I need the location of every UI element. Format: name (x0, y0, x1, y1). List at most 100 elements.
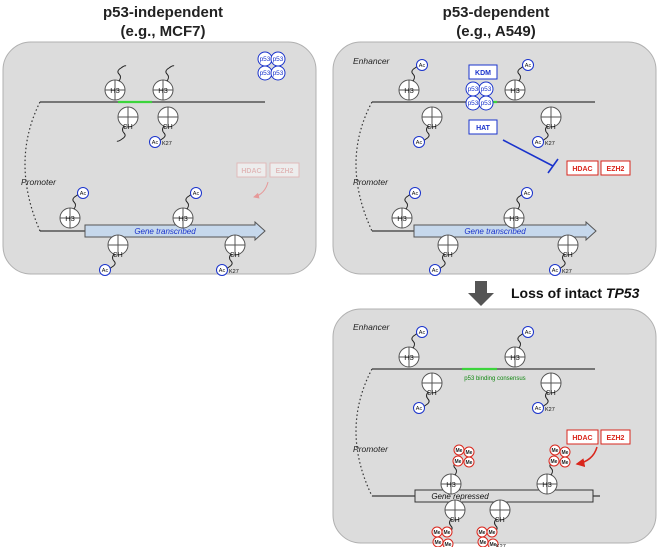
svg-text:Me: Me (434, 530, 441, 536)
svg-text:EZH2: EZH2 (607, 166, 625, 173)
faded-recruit-arrow (253, 181, 269, 199)
svg-text:EZH2: EZH2 (607, 435, 625, 442)
svg-text:Ac: Ac (524, 191, 531, 197)
acetyl-mark (532, 402, 544, 414)
inhibition-bar (547, 158, 559, 174)
enhancer-promoter-loop-right (355, 101, 373, 232)
enhancer-label-loss: Enhancer (353, 322, 391, 332)
svg-text:Ac: Ac (219, 268, 226, 274)
acetyl-mark (429, 264, 441, 276)
histone: H3 (152, 65, 175, 101)
right-title-line2: (e.g., A549) (456, 23, 535, 40)
ezh2-box-right: EZH2 (600, 160, 631, 176)
svg-text:Ac: Ac (416, 406, 423, 412)
svg-text:Me: Me (489, 530, 496, 536)
loss-label: Loss of intact TP53 (511, 285, 640, 301)
histone-label: H3 (163, 122, 173, 131)
methyl-mark (486, 526, 498, 538)
histone-label: H3 (113, 250, 123, 259)
histone-label: H3 (427, 388, 437, 397)
svg-text:Ac: Ac (419, 330, 426, 336)
acetyl-mark (413, 402, 425, 414)
promoter-label-loss: Promoter (353, 444, 389, 454)
promoter-label-right: Promoter (353, 177, 389, 187)
histone-label: H3 (65, 214, 75, 223)
svg-text:K27: K27 (229, 269, 239, 275)
binding-consensus-label: p53 binding consensus (464, 376, 525, 382)
methyl-mark (548, 455, 560, 467)
acetyl-mark (522, 326, 534, 338)
histone-label: H3 (123, 122, 133, 131)
left-title-line1: p53-independent (103, 4, 223, 21)
svg-text:Ac: Ac (525, 63, 532, 69)
histone-label: H3 (510, 353, 520, 362)
gene-transcribed-label: Gene transcribed (134, 227, 196, 236)
inhibition-line (502, 139, 554, 167)
acetyl-mark (521, 187, 533, 199)
svg-text:Me: Me (456, 448, 463, 454)
acetyl-mark (522, 59, 534, 71)
svg-text:Me: Me (445, 542, 452, 547)
histone-label: H3 (443, 250, 453, 259)
histone: H3 (116, 106, 139, 142)
svg-text:Me: Me (562, 460, 569, 466)
svg-text:Ac: Ac (152, 140, 159, 146)
down-arrow (468, 281, 494, 306)
svg-text:p53: p53 (273, 70, 284, 77)
svg-text:K27: K27 (562, 269, 572, 275)
svg-text:Ac: Ac (432, 268, 439, 274)
svg-text:Ac: Ac (525, 330, 532, 336)
gene-repressed-label: Gene repressed (431, 492, 489, 501)
svg-text:p53: p53 (273, 56, 284, 63)
svg-text:Me: Me (444, 530, 451, 536)
acetyl-mark (413, 136, 425, 148)
histone-label: H3 (110, 86, 120, 95)
svg-text:Ac: Ac (80, 191, 87, 197)
enhancer-promoter-loop-loss (355, 368, 373, 497)
histone-label: H3 (450, 515, 460, 524)
histone: H3 Ac (504, 326, 534, 368)
svg-text:K27: K27 (162, 141, 172, 147)
acetyl-mark (416, 59, 428, 71)
gene-repressed-bar: Gene repressed (414, 489, 594, 503)
svg-text:K27: K27 (545, 141, 555, 147)
svg-text:p53: p53 (481, 100, 492, 107)
svg-text:Me: Me (479, 530, 486, 536)
enhancer-promoter-loop-left (24, 101, 41, 232)
svg-text:p53: p53 (468, 86, 479, 93)
methyl-mark (442, 538, 454, 547)
svg-text:HDAC: HDAC (572, 435, 592, 442)
histone-label: H3 (158, 86, 168, 95)
svg-text:Me: Me (552, 448, 559, 454)
acetyl-mark (149, 136, 161, 148)
svg-text:HAT: HAT (476, 125, 491, 132)
methyl-mark (452, 455, 464, 467)
histone-label: H3 (178, 214, 188, 223)
promoter-label-left: Promoter (21, 177, 57, 187)
acetyl-mark (532, 136, 544, 148)
gene-transcribed-label: Gene transcribed (464, 227, 526, 236)
kdm-box: KDM (468, 64, 498, 80)
histone-label: H3 (546, 388, 556, 397)
histone-label: H3 (446, 480, 456, 489)
ezh2-box-loss: EZH2 (600, 429, 631, 445)
svg-text:Ac: Ac (419, 63, 426, 69)
panel-p53-dependent (332, 41, 657, 275)
acetyl-mark (409, 187, 421, 199)
hdac-box-loss: HDAC (566, 429, 599, 445)
svg-text:Ac: Ac (552, 268, 559, 274)
hdac-faded-left: HDAC (236, 162, 267, 178)
